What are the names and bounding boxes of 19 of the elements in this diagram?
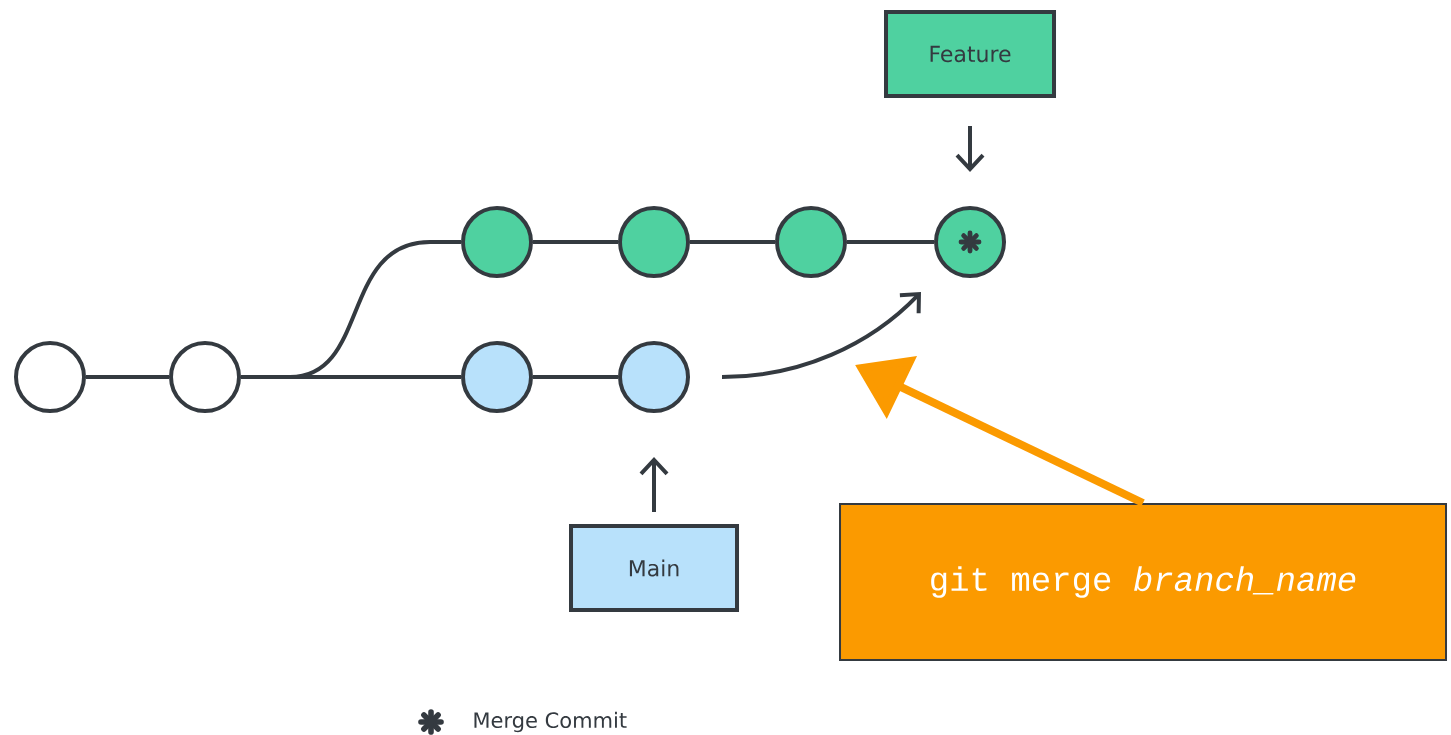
commit-circle bbox=[461, 341, 533, 413]
legend-label: Merge Commit bbox=[474, 711, 627, 733]
branch-line bbox=[847, 240, 934, 244]
branch-line bbox=[690, 240, 775, 244]
commit-circle bbox=[14, 341, 86, 413]
branch-line bbox=[86, 375, 169, 379]
commit-circle bbox=[618, 206, 690, 278]
commit-circle bbox=[775, 206, 847, 278]
branch-line bbox=[241, 375, 461, 379]
branch-line bbox=[533, 240, 618, 244]
commit-circle bbox=[169, 341, 241, 413]
main-label: Main bbox=[569, 524, 739, 612]
commit-circle bbox=[934, 206, 1006, 278]
commit-circle bbox=[461, 206, 533, 278]
arrow bbox=[721, 291, 921, 379]
command-callout: git merge branch_name bbox=[839, 503, 1447, 661]
commit-circle bbox=[618, 341, 690, 413]
feature-label: Feature bbox=[884, 10, 1056, 98]
branch-line bbox=[533, 375, 618, 379]
